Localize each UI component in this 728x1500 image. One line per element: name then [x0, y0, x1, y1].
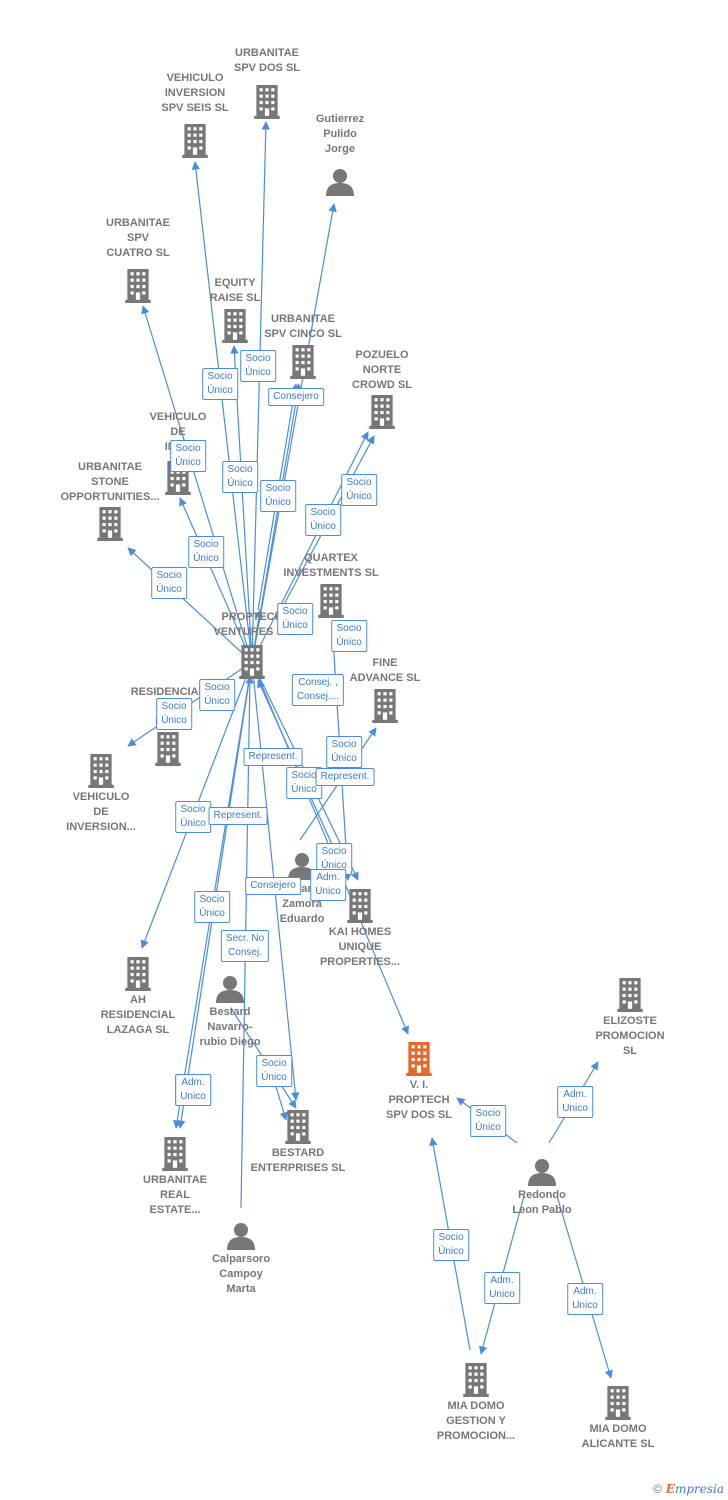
company-node-label[interactable]: EQUITY RAISE SL	[209, 277, 261, 304]
building-icon[interactable]	[155, 732, 181, 766]
edge-relation-label[interactable]: Socio Único	[256, 1055, 292, 1087]
footer-brand[interactable]: © Empresia	[653, 1482, 724, 1496]
copyright-symbol: ©	[653, 1482, 662, 1496]
edge-relation-label[interactable]: Socio Único	[199, 679, 235, 711]
edge-relation-label[interactable]: Socio Único	[305, 504, 341, 536]
nodes-layer	[88, 85, 643, 1420]
company-node-label[interactable]: URBANITAE SPV CUATRO SL	[106, 217, 170, 259]
relation-edge	[251, 203, 337, 663]
person-icon[interactable]	[216, 976, 244, 1003]
company-node-label[interactable]: ELIZOSTE PROMOCION SL	[595, 1015, 665, 1057]
company-node-label[interactable]: QUARTEX INVESTMENTS SL	[283, 552, 379, 579]
person-icon[interactable]	[528, 1159, 556, 1186]
building-icon[interactable]	[369, 395, 395, 429]
company-node-label[interactable]: KAI HOMES UNIQUE PROPERTIES...	[319, 926, 401, 968]
edge-relation-label[interactable]: Adm. Unico	[557, 1086, 593, 1118]
edge-relation-label[interactable]: Consejero	[245, 877, 301, 895]
company-node-label[interactable]: MIA DOMO ALICANTE SL	[581, 1423, 655, 1450]
company-node-label[interactable]: URBANITAE SPV DOS SL	[233, 47, 301, 74]
building-icon[interactable]	[222, 309, 248, 343]
edge-relation-label[interactable]: Socio Único	[433, 1229, 469, 1261]
edge-relation-label[interactable]: Adm. Unico	[484, 1272, 520, 1304]
edge-relation-label[interactable]: Adm. Unico	[175, 1074, 211, 1106]
building-icon[interactable]	[372, 689, 398, 723]
company-node-label[interactable]: BESTARD ENTERPRISES SL	[250, 1147, 346, 1174]
edge-relation-label[interactable]: Socio Único	[194, 891, 230, 923]
edge-relation-label[interactable]: Represent.	[208, 807, 268, 825]
company-node-label[interactable]: VEHICULO INVERSION SPV SEIS SL	[161, 72, 229, 114]
edge-relation-label[interactable]: Socio Único	[151, 567, 187, 599]
building-icon[interactable]	[125, 269, 151, 303]
person-node-label[interactable]: Bestard Navarro- rubio Diego	[199, 1006, 261, 1048]
edge-relation-label[interactable]: Socio Único	[188, 536, 224, 568]
building-icon[interactable]	[318, 584, 344, 618]
building-icon[interactable]	[290, 345, 316, 379]
edge-relation-label[interactable]: Represent.	[243, 748, 303, 766]
relation-edge	[127, 547, 253, 663]
edge-relation-label[interactable]: Socio Único	[202, 368, 238, 400]
relation-edge	[179, 497, 253, 663]
building-icon[interactable]	[125, 957, 151, 991]
building-icon[interactable]	[605, 1386, 631, 1420]
company-node-label[interactable]: AH RESIDENCIAL LAZAGA SL	[100, 994, 176, 1036]
company-node-label[interactable]: VEHICULO DE INVERSION...	[66, 791, 136, 833]
brand-logo-text: mpresia	[674, 1482, 724, 1496]
company-node-label[interactable]: MIA DOMO GESTION Y PROMOCION...	[436, 1400, 516, 1442]
building-icon[interactable]	[254, 85, 280, 119]
person-node-label[interactable]: Gutierrez Pulido Jorge	[315, 113, 365, 155]
building-icon[interactable]	[162, 1137, 188, 1171]
person-node-label[interactable]: Calparsoro Campoy Marta	[211, 1253, 271, 1295]
company-node-label[interactable]: V. I. PROPTECH SPV DOS SL	[385, 1079, 453, 1121]
edge-relation-label[interactable]: Socio Único	[341, 474, 377, 506]
building-icon[interactable]	[285, 1110, 311, 1144]
building-icon[interactable]	[97, 507, 123, 541]
edge-relation-label[interactable]: Socio Único	[331, 620, 367, 652]
company-node-label[interactable]: URBANITAE REAL ESTATE...	[143, 1174, 207, 1216]
relation-edge	[251, 121, 271, 663]
building-icon[interactable]	[463, 1363, 489, 1397]
edge-relation-label[interactable]: Socio Único	[170, 440, 206, 472]
company-node-label[interactable]: URBANITAE SPV CINCO SL	[264, 313, 342, 340]
person-icon[interactable]	[227, 1223, 255, 1250]
relation-edge	[141, 305, 253, 663]
company-node-label[interactable]: URBANITAE STONE OPPORTUNITIES...	[60, 461, 160, 503]
building-icon[interactable]	[239, 645, 265, 679]
building-icon[interactable]	[617, 978, 643, 1012]
brand-logo-initial: E	[665, 1482, 675, 1496]
relation-edge	[251, 431, 369, 663]
edge-relation-label[interactable]: Consej. , Consej....	[291, 674, 345, 706]
company-node-label[interactable]: POZUELO NORTE CROWD SL	[352, 349, 412, 391]
edge-relation-label[interactable]: Socio Único	[156, 698, 192, 730]
edge-relation-label[interactable]: Adm. Unico	[310, 869, 346, 901]
edge-relation-label[interactable]: Socio Único	[470, 1105, 506, 1137]
building-icon[interactable]	[182, 124, 208, 158]
relation-edge	[191, 161, 253, 663]
edge-relation-label[interactable]: Socio Único	[326, 736, 362, 768]
building-icon[interactable]	[406, 1042, 432, 1076]
edge-relation-label[interactable]: Secr. No Consej.	[220, 930, 270, 962]
edge-relation-label[interactable]: Socio Único	[277, 603, 313, 635]
edge-relation-label[interactable]: Consejero	[268, 388, 324, 406]
edge-relation-label[interactable]: Adm. Unico	[567, 1283, 603, 1315]
person-node-label[interactable]: Redondo Leon Pablo	[512, 1189, 572, 1216]
edge-relation-label[interactable]: Socio Único	[175, 801, 211, 833]
building-icon[interactable]	[88, 754, 114, 788]
edge-relation-label[interactable]: Represent.	[315, 768, 375, 786]
company-node-label[interactable]: FINE ADVANCE SL	[349, 657, 421, 684]
edge-relation-label[interactable]: Socio Único	[240, 350, 276, 382]
building-icon[interactable]	[347, 889, 373, 923]
person-icon[interactable]	[326, 169, 354, 196]
edge-relation-label[interactable]: Socio Único	[222, 461, 258, 493]
edge-relation-label[interactable]: Socio Único	[260, 480, 296, 512]
